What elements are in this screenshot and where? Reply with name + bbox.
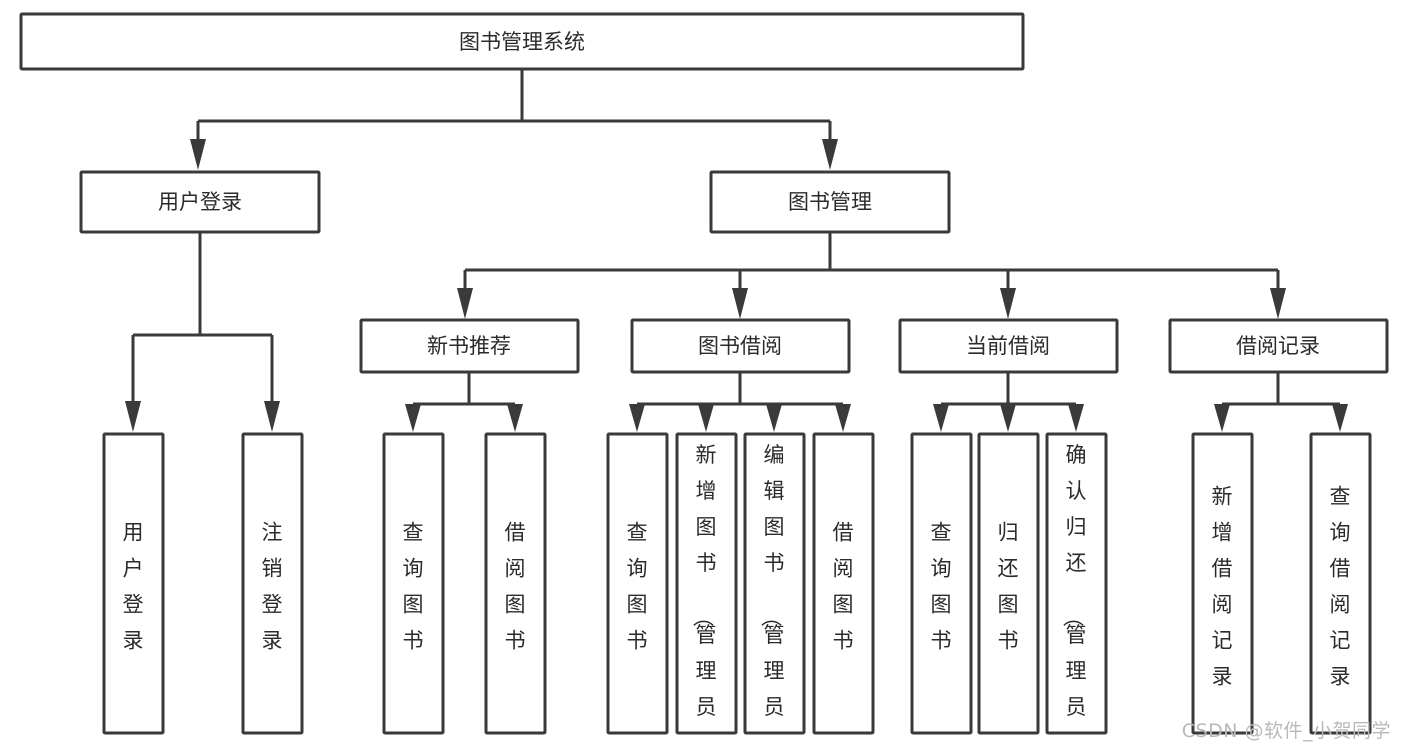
- connector-layer: [125, 69, 1348, 432]
- leaf-add-record-label: 新增借阅记录: [1212, 485, 1233, 689]
- node-book-manage-box[interactable]: [709, 170, 951, 234]
- leaf-user-logout-label: 注销登录: [262, 521, 283, 653]
- leaf-borrow-book-1[interactable]: 借阅图书: [484, 432, 547, 735]
- arrow-head-root-to-book-manage: [822, 139, 838, 170]
- leaf-query-book-2[interactable]: 查询图书: [606, 432, 669, 735]
- node-book-borrow-label: 图书借阅: [698, 334, 782, 358]
- node-new-book-recommend-label: 新书推荐: [427, 334, 511, 358]
- arrow-head-recommend-leaf-2: [507, 404, 523, 432]
- node-root[interactable]: 图书管理系统: [19, 12, 1025, 71]
- leaf-edit-book-label: 编辑图书（管理员）: [759, 443, 785, 747]
- leaf-query-record-box[interactable]: [1309, 432, 1372, 735]
- leaf-borrow-book-2[interactable]: 借阅图书: [812, 432, 875, 735]
- leaf-return-book-box[interactable]: [977, 432, 1040, 735]
- leaf-query-book-1-label: 查询图书: [403, 521, 424, 653]
- leaf-borrow-book-1-label: 借阅图书: [505, 521, 526, 653]
- leaf-borrow-book-1-box[interactable]: [484, 432, 547, 735]
- arrow-head-book-manage-child-3: [1000, 288, 1016, 319]
- arrow-head-user-login-leaf-1: [125, 401, 141, 432]
- arrow-head-record-leaf-2: [1332, 404, 1348, 432]
- leaf-confirm-return-label: 确认归还（管理员）: [1061, 443, 1087, 747]
- node-new-book-recommend[interactable]: 新书推荐: [359, 318, 580, 374]
- node-current-borrow[interactable]: 当前借阅: [898, 318, 1119, 374]
- arrow-head-recommend-leaf-1: [405, 404, 421, 432]
- leaf-query-record[interactable]: 查询借阅记录: [1309, 432, 1372, 735]
- node-current-borrow-box[interactable]: [898, 318, 1119, 374]
- node-current-borrow-label: 当前借阅: [966, 334, 1050, 358]
- node-user-login-box[interactable]: [79, 170, 321, 234]
- node-borrow-record-label: 借阅记录: [1236, 334, 1320, 358]
- arrow-head-borrow-leaf-4: [835, 404, 851, 432]
- leaf-query-book-2-box[interactable]: [606, 432, 669, 735]
- leaf-return-book-label: 归还图书: [998, 521, 1019, 653]
- leaf-borrow-book-2-label: 借阅图书: [833, 521, 854, 653]
- leaf-query-book-2-label: 查询图书: [627, 521, 648, 653]
- node-user-login-label: 用户登录: [158, 190, 242, 214]
- leaf-add-book-label: 新增图书（管理员）: [691, 443, 717, 747]
- node-book-borrow[interactable]: 图书借阅: [630, 318, 851, 374]
- leaf-user-login-box[interactable]: [102, 432, 165, 735]
- leaf-query-book-3[interactable]: 查询图书: [910, 432, 973, 735]
- leaf-add-record[interactable]: 新增借阅记录: [1191, 432, 1254, 735]
- leaf-user-logout[interactable]: 注销登录: [241, 432, 304, 735]
- leaf-confirm-return[interactable]: 确认归还（管理员）: [1045, 432, 1108, 747]
- leaf-query-book-1-box[interactable]: [382, 432, 445, 735]
- leaf-add-book-box[interactable]: [675, 432, 738, 735]
- node-borrow-record-box[interactable]: [1168, 318, 1389, 374]
- leaf-query-book-3-label: 查询图书: [931, 521, 952, 653]
- node-borrow-record[interactable]: 借阅记录: [1168, 318, 1389, 374]
- leaf-query-record-label: 查询借阅记录: [1330, 485, 1351, 689]
- arrow-head-book-manage-child-2: [732, 288, 748, 319]
- leaf-query-book-1[interactable]: 查询图书: [382, 432, 445, 735]
- arrow-head-current-leaf-1: [933, 404, 949, 432]
- leaf-add-record-box[interactable]: [1191, 432, 1254, 735]
- leaf-borrow-book-2-box[interactable]: [812, 432, 875, 735]
- arrow-head-borrow-leaf-1: [629, 404, 645, 432]
- node-user-login[interactable]: 用户登录: [79, 170, 321, 234]
- leaf-edit-book[interactable]: 编辑图书（管理员）: [743, 432, 806, 747]
- leaf-confirm-return-box[interactable]: [1045, 432, 1108, 735]
- node-book-borrow-box[interactable]: [630, 318, 851, 374]
- leaf-edit-book-box[interactable]: [743, 432, 806, 735]
- arrow-head-book-manage-child-1: [457, 288, 473, 319]
- node-new-book-recommend-box[interactable]: [359, 318, 580, 374]
- arrow-head-user-login-leaf-2: [264, 401, 280, 432]
- leaf-user-login[interactable]: 用户登录: [102, 432, 165, 735]
- csdn-watermark: CSDN @软件_小贺同学: [1181, 720, 1391, 742]
- node-root-box[interactable]: [19, 12, 1025, 71]
- leaf-query-book-3-box[interactable]: [910, 432, 973, 735]
- leaf-return-book[interactable]: 归还图书: [977, 432, 1040, 735]
- node-book-manage[interactable]: 图书管理: [709, 170, 951, 234]
- arrow-head-borrow-leaf-3: [766, 404, 782, 432]
- leaf-user-login-label: 用户登录: [123, 521, 144, 653]
- arrow-head-current-leaf-2: [1000, 404, 1016, 432]
- arrow-head-record-leaf-1: [1214, 404, 1230, 432]
- arrow-head-borrow-leaf-2: [698, 404, 714, 432]
- arrow-head-current-leaf-3: [1068, 404, 1084, 432]
- arrow-head-book-manage-child-4: [1270, 288, 1286, 319]
- arrow-head-root-to-user-login: [190, 139, 206, 170]
- leaf-add-book[interactable]: 新增图书（管理员）: [675, 432, 738, 747]
- node-book-manage-label: 图书管理: [788, 190, 872, 214]
- node-root-label: 图书管理系统: [459, 30, 585, 54]
- leaf-user-logout-box[interactable]: [241, 432, 304, 735]
